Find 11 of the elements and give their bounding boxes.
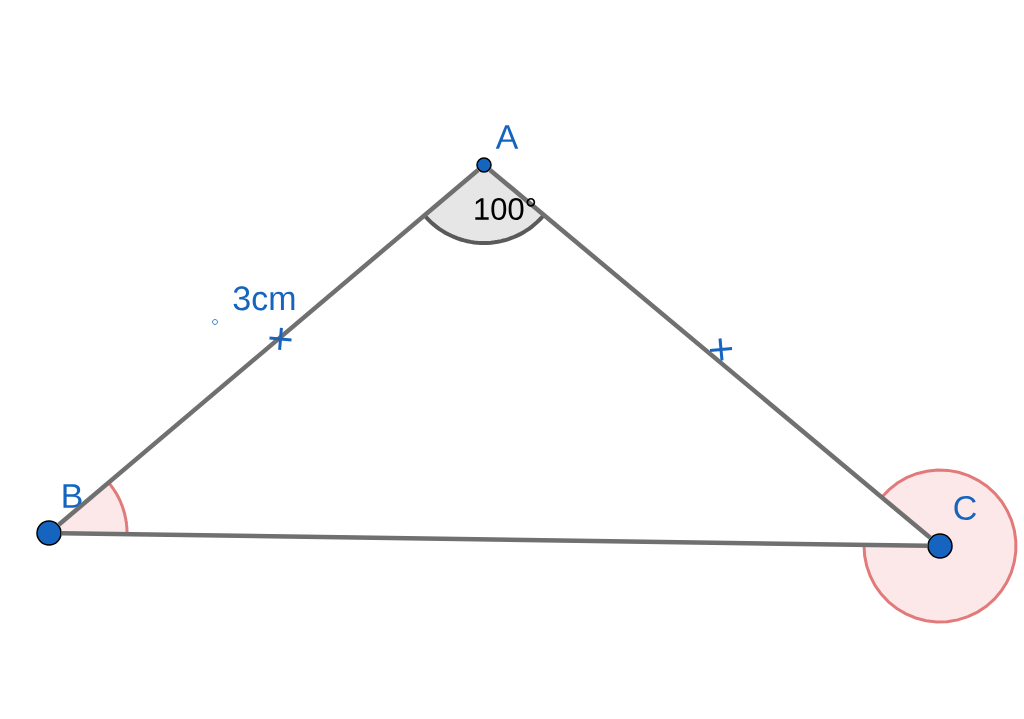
vertex-label: A (495, 125, 519, 149)
vertex-point (927, 533, 953, 559)
angle-label: 100° (475, 198, 536, 220)
vertex-label: B (63, 484, 82, 508)
edge-label: 3cm (233, 286, 295, 311)
vertex-label: C (954, 495, 976, 521)
vertex-point (36, 520, 62, 546)
vertex-point (476, 157, 492, 173)
triangle-side (61, 530, 928, 549)
triangle-side (488, 168, 932, 540)
triangle-side (57, 168, 480, 527)
